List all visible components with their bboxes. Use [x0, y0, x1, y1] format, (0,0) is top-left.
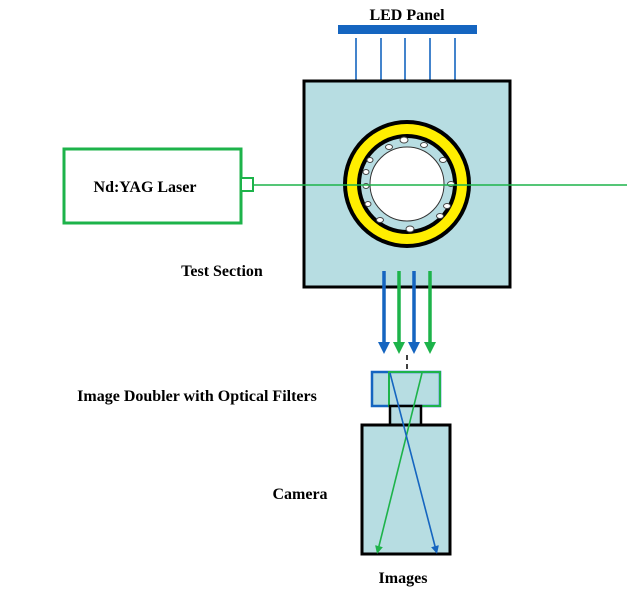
laser-label: Nd:YAG Laser: [94, 179, 197, 196]
green-image-ray: [375, 372, 423, 554]
images-label: Images: [379, 570, 428, 587]
image-doubler-label: Image Doubler with Optical Filters: [77, 388, 317, 405]
bubble: [399, 136, 409, 144]
laser-aperture: [240, 177, 254, 192]
bubble: [362, 169, 370, 175]
led-panel: [338, 25, 477, 34]
camera-lens: [388, 404, 423, 427]
bubble: [376, 217, 384, 223]
bubble: [436, 213, 444, 219]
camera-label: Camera: [272, 486, 327, 503]
blue-image-ray: [389, 372, 439, 554]
inner-core: [369, 146, 445, 222]
test-section-label: Test Section: [181, 263, 263, 280]
bubble: [364, 201, 372, 207]
bubble: [366, 157, 374, 163]
bubble: [405, 225, 415, 233]
bubble: [447, 181, 455, 187]
bubble: [420, 142, 428, 148]
bubble: [439, 157, 447, 163]
bubble: [385, 144, 393, 150]
bubble: [443, 203, 451, 209]
bubble: [362, 183, 370, 189]
output-light-arrows: [378, 271, 436, 354]
led-panel-label: LED Panel: [369, 7, 445, 24]
camera-body: [360, 423, 452, 556]
laser-box: [62, 147, 243, 225]
image-doubler: [370, 370, 442, 408]
